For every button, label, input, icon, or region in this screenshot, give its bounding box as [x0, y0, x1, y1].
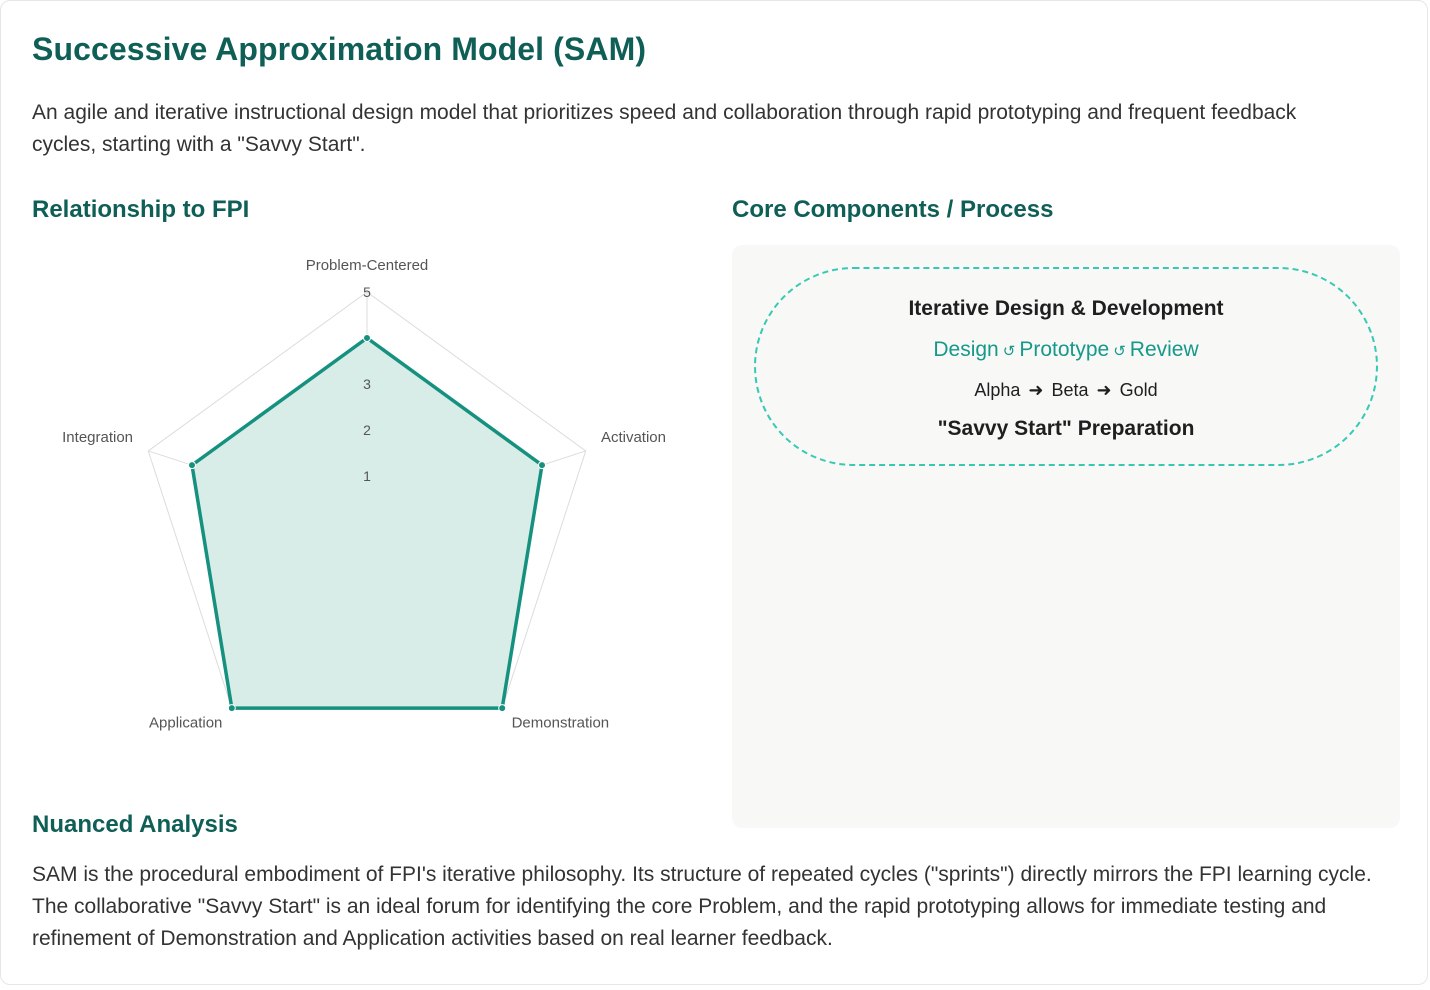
radar-data-point	[498, 704, 507, 713]
radar-data-point	[188, 461, 197, 470]
step-design: Design	[933, 338, 999, 361]
loop-icon: ↺	[1002, 343, 1016, 360]
core-components-title: Core Components / Process	[732, 196, 1054, 223]
radar-data-area	[190, 335, 544, 710]
iterative-cycle-pill: Iterative Design & Development Design↺Pr…	[754, 267, 1378, 466]
radar-axis-label: Demonstration	[512, 714, 610, 731]
radar-tick-label: 3	[363, 376, 371, 392]
radar-svg: 1 2 3 5 Problem-CenteredActivationDemonstrat…	[62, 257, 666, 731]
radar-data-point	[227, 704, 236, 713]
radar-axis-label: Problem-Centered	[306, 257, 429, 274]
step-review: Review	[1129, 338, 1199, 361]
radar-axis-label: Activation	[601, 429, 666, 446]
release-alpha: Alpha	[974, 380, 1021, 400]
page-title: Successive Approximation Model (SAM)	[32, 31, 647, 67]
fpi-section-title: Relationship to FPI	[32, 196, 250, 223]
step-prototype: Prototype	[1019, 338, 1110, 361]
release-gold: Gold	[1119, 380, 1158, 400]
radar-axis-label: Integration	[62, 429, 133, 446]
cycle-title: Iterative Design & Development	[908, 297, 1224, 320]
arrow-right-icon: ➜	[1096, 380, 1112, 400]
loop-icon: ↺	[1113, 343, 1126, 360]
model-description: An agile and iterative instructional des…	[32, 101, 1297, 156]
process-panel: Iterative Design & Development Design↺Pr…	[732, 245, 1400, 828]
radar-tick-label: 5	[363, 284, 371, 300]
analysis-text: SAM is the procedural embodiment of FPI'…	[32, 863, 1372, 950]
radar-data-point	[363, 334, 371, 342]
radar-data-point	[537, 461, 546, 470]
radar-tick-label: 2	[363, 422, 371, 438]
cycle-steps: Design↺Prototype↺Review	[756, 338, 1376, 362]
savvy-start-prep: "Savvy Start" Preparation	[937, 417, 1195, 440]
analysis-section-title: Nuanced Analysis	[32, 811, 238, 838]
radar-axis-label: Application	[149, 714, 222, 731]
arrow-right-icon: ➜	[1028, 380, 1044, 400]
radar-tick-label: 1	[363, 468, 371, 484]
release-beta: Beta	[1051, 380, 1089, 400]
release-sequence: Alpha ➜ Beta ➜ Gold	[756, 380, 1376, 401]
